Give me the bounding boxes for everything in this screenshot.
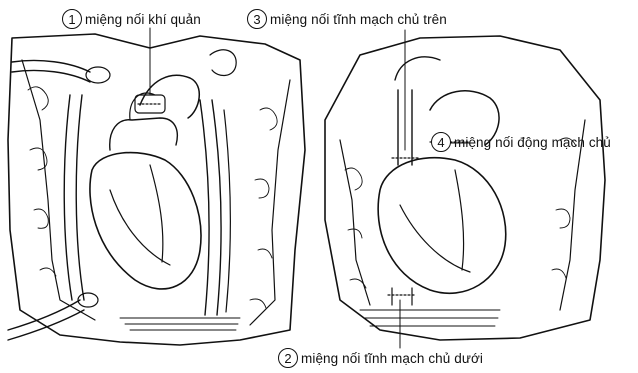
callout-number: 3 xyxy=(247,9,267,29)
callout-inferior-vena-cava-anastomosis: 2 miệng nối tĩnh mạch chủ dưới xyxy=(278,348,483,368)
callout-label: miệng nối tĩnh mạch chủ trên xyxy=(270,12,447,27)
callout-label: miệng nối động mạch chủ xyxy=(454,135,611,150)
callout-aortic-anastomosis: 4 miệng nối động mạch chủ xyxy=(431,132,611,152)
callout-superior-vena-cava-anastomosis: 3 miệng nối tĩnh mạch chủ trên xyxy=(247,9,447,29)
callout-number: 4 xyxy=(431,132,451,152)
callout-number: 1 xyxy=(62,9,82,29)
callout-label: miệng nối khí quản xyxy=(85,12,201,27)
left-chest-opening xyxy=(8,34,305,345)
callout-number: 2 xyxy=(278,348,298,368)
callout-tracheal-anastomosis: 1 miệng nối khí quản xyxy=(62,9,201,29)
callout-label: miệng nối tĩnh mạch chủ dưới xyxy=(301,351,483,366)
right-chest-opening xyxy=(325,36,605,340)
